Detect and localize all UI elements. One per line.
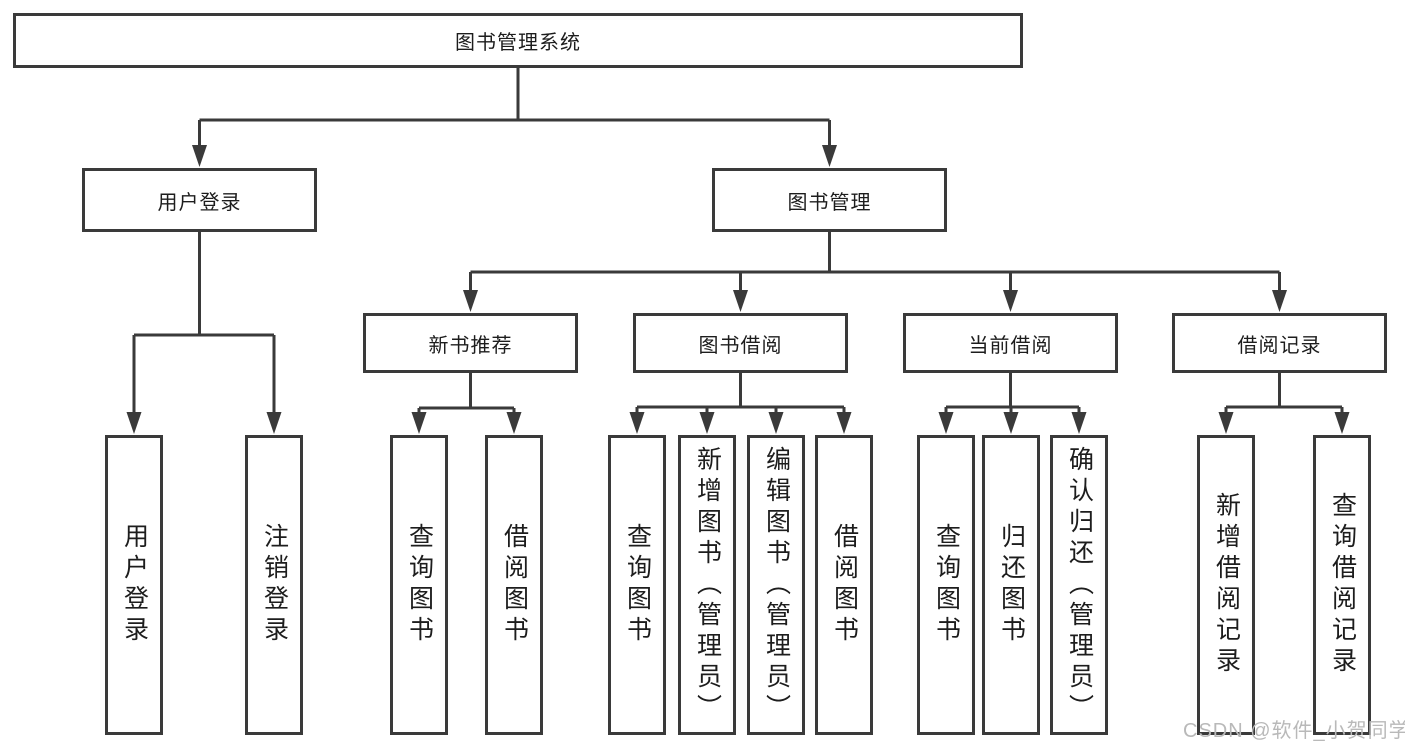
arrow-icon xyxy=(1071,412,1087,434)
node-label: 新增图书（管理员） xyxy=(693,445,722,725)
node-new-book-recommend: 新书推荐 xyxy=(363,313,578,373)
arrow-icon xyxy=(1334,412,1350,434)
leaf-user-login: 用户登录 xyxy=(105,435,163,735)
arrow-icon xyxy=(733,290,748,312)
node-label: 图书借阅 xyxy=(698,334,783,357)
arrow-icon xyxy=(699,412,715,434)
node-book-borrow: 图书借阅 xyxy=(633,313,848,373)
leaf-query-books-current: 查询图书 xyxy=(917,435,975,735)
leaf-query-borrow-record: 查询借阅记录 xyxy=(1313,435,1371,735)
edge-lines xyxy=(132,66,1344,413)
leaf-return-books: 归还图书 xyxy=(982,435,1040,735)
leaf-borrow-books: 借阅图书 xyxy=(815,435,873,735)
arrow-icon xyxy=(506,412,522,434)
arrow-icon xyxy=(768,412,784,434)
node-label: 当前借阅 xyxy=(968,334,1053,357)
node-label: 归还图书 xyxy=(997,523,1026,647)
arrow-icon xyxy=(1003,290,1018,312)
node-label: 查询借阅记录 xyxy=(1328,492,1357,678)
node-label: 借阅图书 xyxy=(500,523,529,647)
node-user-login: 用户登录 xyxy=(82,168,317,232)
node-label: 新增借阅记录 xyxy=(1212,492,1241,678)
node-label: 用户登录 xyxy=(120,523,149,647)
node-label: 查询图书 xyxy=(405,523,434,647)
leaf-borrow-books-recommend: 借阅图书 xyxy=(485,435,543,735)
leaf-confirm-return-admin: 确认归还（管理员） xyxy=(1050,435,1108,735)
node-book-management: 图书管理 xyxy=(712,168,947,232)
arrow-icon xyxy=(411,412,427,434)
node-label: 图书管理系统 xyxy=(455,32,581,54)
node-library-management-system: 图书管理系统 xyxy=(13,13,1023,68)
arrow-icon xyxy=(266,412,282,434)
arrow-icon xyxy=(938,412,954,434)
node-label: 确认归还（管理员） xyxy=(1065,445,1094,725)
node-label: 借阅图书 xyxy=(830,523,859,647)
leaf-add-borrow-record: 新增借阅记录 xyxy=(1197,435,1255,735)
arrow-icon xyxy=(126,412,142,434)
node-borrow-records: 借阅记录 xyxy=(1172,313,1387,373)
arrow-icon xyxy=(463,290,478,312)
arrow-icon xyxy=(192,145,207,167)
leaf-logout: 注销登录 xyxy=(245,435,303,735)
node-label: 编辑图书（管理员） xyxy=(762,445,791,725)
leaf-query-books-borrow: 查询图书 xyxy=(608,435,666,735)
node-label: 查询图书 xyxy=(623,523,652,647)
node-label: 注销登录 xyxy=(260,523,289,647)
arrow-icon xyxy=(1003,412,1019,434)
node-label: 图书管理 xyxy=(787,191,872,214)
leaf-add-book-admin: 新增图书（管理员） xyxy=(678,435,736,735)
edge-arrowheads xyxy=(126,145,1350,434)
node-label: 新书推荐 xyxy=(428,334,513,357)
node-current-borrow: 当前借阅 xyxy=(903,313,1118,373)
arrow-icon xyxy=(629,412,645,434)
node-label: 借阅记录 xyxy=(1237,334,1322,357)
arrow-icon xyxy=(822,145,837,167)
leaf-edit-book-admin: 编辑图书（管理员） xyxy=(747,435,805,735)
watermark: CSDN @软件_小贺同学 xyxy=(1183,720,1405,742)
arrow-icon xyxy=(1272,290,1287,312)
leaf-query-books-recommend: 查询图书 xyxy=(390,435,448,735)
arrow-icon xyxy=(836,412,852,434)
arrow-icon xyxy=(1218,412,1234,434)
node-label: 查询图书 xyxy=(932,523,961,647)
node-label: 用户登录 xyxy=(157,191,242,214)
